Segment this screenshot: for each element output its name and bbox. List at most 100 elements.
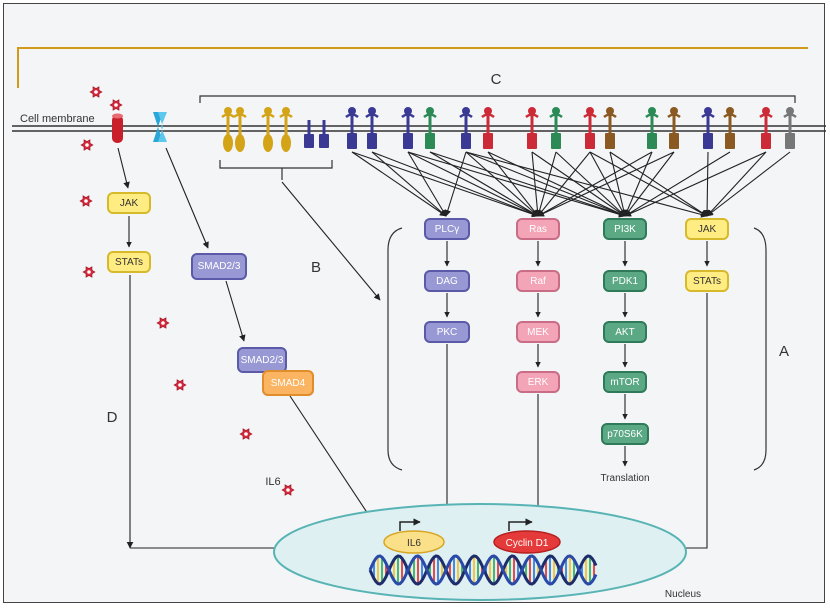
node-akt: AKT [603, 321, 647, 343]
arrow-21 [589, 151, 626, 217]
arrow-15 [487, 151, 626, 217]
receptor-c-7 [525, 107, 539, 149]
receptor-c-3 [401, 107, 415, 149]
arrow-7 [407, 151, 626, 218]
receptor-c-9 [583, 107, 597, 149]
nucleus-label: Nucleus [665, 589, 701, 600]
receptor-navy-stub-2 [319, 120, 329, 148]
receptor-c-13 [701, 107, 715, 149]
receptor-c-10 [603, 107, 617, 149]
arrow-13 [465, 151, 708, 218]
arrow-14 [487, 151, 539, 217]
node-stats-left: STATs [107, 251, 151, 273]
ligands-group [79, 86, 295, 496]
arrow-16 [531, 151, 541, 217]
arrow-41 [281, 181, 381, 301]
arrow-10 [444, 151, 467, 217]
region-a-label: A [779, 343, 789, 360]
receptor-gold-4 [279, 107, 293, 152]
il6-ligand-1 [89, 86, 103, 98]
receptor-c-15 [759, 107, 773, 149]
arrow-25 [537, 151, 653, 217]
arrow-1 [351, 151, 447, 217]
il6-ligand-label: IL6 [265, 476, 280, 488]
arrow-11 [465, 151, 539, 217]
arrow-27 [537, 151, 675, 217]
arrow-17 [531, 151, 626, 217]
il6-ligand-7 [173, 379, 187, 391]
il6-ligand-6 [156, 317, 170, 329]
il6-ligand-8 [239, 428, 253, 440]
arrow-3 [371, 151, 447, 217]
node-p70s6k: p70S6K [601, 423, 649, 445]
gene-il6-label: IL6 [407, 538, 421, 549]
arrow-39 [225, 280, 246, 342]
arrow-4 [371, 151, 539, 217]
arrow-34 [117, 147, 130, 189]
arrow-2 [351, 151, 539, 218]
gene-il6: IL6 [383, 518, 445, 554]
node-raf: Raf [516, 270, 560, 292]
arrow-6 [407, 151, 539, 217]
arrow-33 [706, 151, 791, 217]
arrow-24 [609, 151, 708, 217]
arrow-8 [429, 151, 539, 217]
node-jak-right: JAK [685, 218, 729, 240]
node-pdk1: PDK1 [603, 270, 647, 292]
receptor-gold-1 [221, 107, 235, 152]
receptor-c-11 [645, 107, 659, 149]
receptor-c-8 [549, 107, 563, 149]
node-erk: ERK [516, 371, 560, 393]
node-smad23-top: SMAD2/3 [191, 253, 247, 280]
arrow-40 [289, 395, 373, 521]
arrow-30 [624, 151, 731, 217]
il6-ligand-3 [80, 139, 94, 151]
arrow-55 [653, 293, 708, 552]
arrow-12 [465, 151, 626, 217]
gene-cyclin-d1: Cyclin D1 [493, 518, 561, 554]
receptor-c-2 [365, 107, 379, 149]
cascade-brace-left [387, 227, 403, 471]
bracket-b [219, 160, 333, 180]
receptors-group [221, 107, 797, 152]
il6-ligand-5 [82, 266, 96, 278]
arrow-38 [165, 147, 209, 249]
outer-membrane-line [17, 47, 808, 88]
node-smad4: SMAD4 [262, 370, 314, 396]
arrow-23 [609, 151, 627, 217]
node-dag: DAG [424, 270, 470, 292]
arrow-32 [624, 151, 767, 217]
node-pkc: PKC [424, 321, 470, 343]
node-mtor: mTOR [603, 371, 647, 393]
arrow-5 [407, 151, 447, 217]
arrow-29 [703, 151, 711, 217]
receptor-c-14 [723, 107, 737, 149]
receptor-c-5 [459, 107, 473, 149]
node-mek: MEK [516, 321, 560, 343]
node-pi3k: PI3K [603, 218, 647, 240]
region-c-label: C [491, 71, 502, 88]
dna-helix [368, 554, 598, 586]
receptor-navy-stub-1 [304, 120, 314, 148]
node-plcg: PLCγ [424, 218, 470, 240]
node-stats-right: STATs [685, 270, 729, 292]
arrow-31 [706, 151, 767, 217]
il6-ligand-2 [109, 99, 123, 111]
arrow-22 [589, 151, 708, 217]
arrow-26 [624, 151, 653, 217]
arrow-18 [536, 151, 557, 217]
receptor-c-12 [667, 107, 681, 149]
arrow-19 [555, 151, 626, 217]
cell-membrane-label: Cell membrane [20, 113, 95, 125]
arrow-28 [624, 151, 675, 217]
il6-ligand-4 [79, 195, 93, 207]
receptor-gold-2 [233, 107, 247, 152]
receptor-gold-3 [261, 107, 275, 152]
region-b-label: B [311, 259, 321, 276]
node-jak-left: JAK [107, 192, 151, 214]
translation-label: Translation [600, 473, 649, 484]
receptor-c-16 [783, 107, 797, 149]
receptor-c-6 [481, 107, 495, 149]
